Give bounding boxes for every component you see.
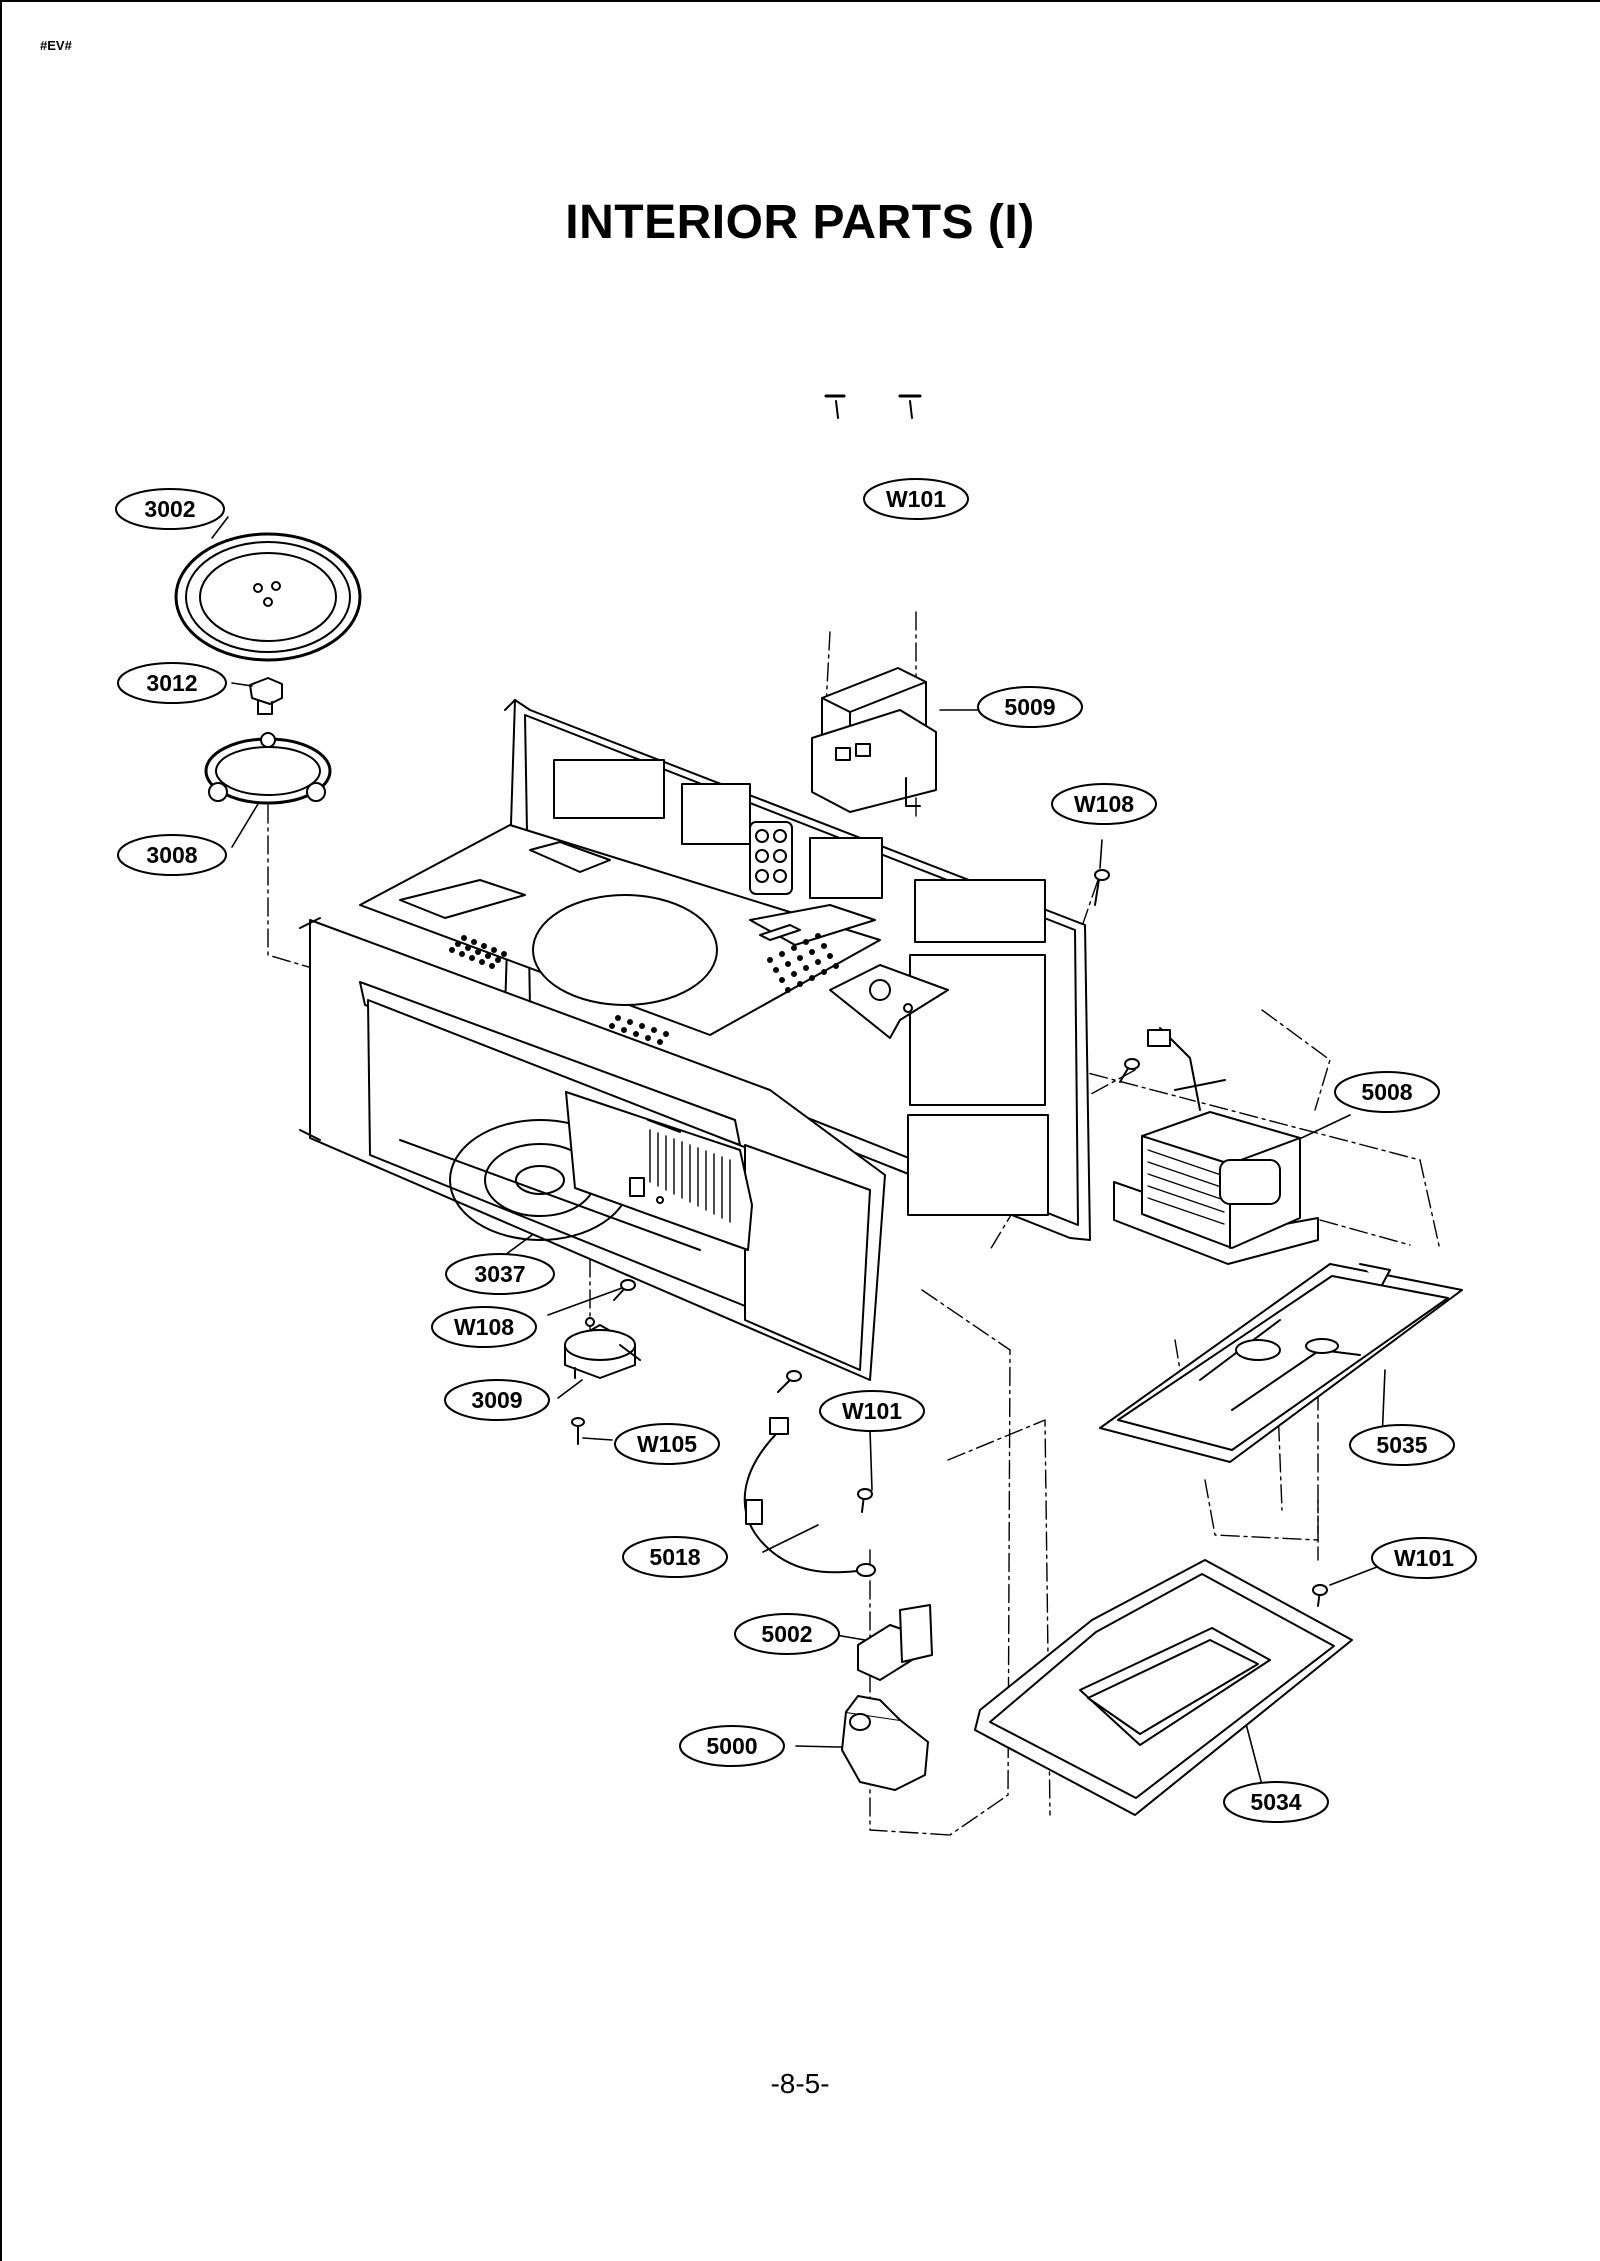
bracket-part — [857, 1604, 933, 1681]
vent-grid-lower — [609, 1015, 669, 1045]
callout-3012: 3012 — [117, 662, 227, 704]
document-code: #EV# — [40, 38, 72, 53]
svg-text:3037: 3037 — [474, 1261, 525, 1287]
wire-harness-part — [743, 1417, 876, 1577]
page-title: INTERIOR PARTS (I) — [565, 196, 1035, 249]
svg-text:W108: W108 — [454, 1314, 514, 1340]
callout-5018: 5018 — [622, 1536, 728, 1578]
screw-w108-right — [1094, 869, 1110, 906]
cavity-top-plate — [359, 824, 881, 1036]
vent-grid-top-left — [449, 935, 507, 969]
callout-3037: 3037 — [445, 1253, 555, 1295]
screw-extra-right — [1119, 1058, 1140, 1083]
base-plate-part — [1099, 1263, 1463, 1463]
svg-text:5018: 5018 — [649, 1544, 700, 1570]
coupler-part — [249, 677, 283, 715]
callout-w101-mid: W101 — [819, 1390, 925, 1432]
svg-text:3012: 3012 — [146, 670, 197, 696]
svg-text:3002: 3002 — [144, 496, 195, 522]
svg-text:W101: W101 — [886, 486, 946, 512]
page-number: -8-5- — [770, 2068, 830, 2099]
callout-w108-left: W108 — [431, 1306, 537, 1348]
svg-text:5008: 5008 — [1361, 1079, 1412, 1105]
mounting-plate — [829, 964, 949, 1039]
roller-ring-part — [204, 732, 332, 805]
svg-text:3008: 3008 — [146, 842, 197, 868]
screw-w108-left — [613, 1279, 636, 1301]
turntable-tray-part — [174, 532, 362, 662]
callout-5034: 5034 — [1223, 1781, 1329, 1823]
callout-3002: 3002 — [115, 488, 225, 530]
callout-5009: 5009 — [977, 686, 1083, 728]
control-button-cluster — [749, 821, 793, 895]
svg-text:W101: W101 — [1394, 1545, 1454, 1571]
callout-5035: 5035 — [1349, 1424, 1455, 1466]
capacitor-part — [811, 394, 937, 813]
svg-text:3009: 3009 — [471, 1387, 522, 1413]
callout-5000: 5000 — [679, 1725, 785, 1767]
screw-w101-mid — [857, 1488, 873, 1513]
svg-text:W101: W101 — [842, 1398, 902, 1424]
callout-w105: W105 — [614, 1423, 720, 1465]
screw-w105 — [571, 1417, 585, 1445]
screw-extra-left — [777, 1370, 802, 1393]
svg-text:W108: W108 — [1074, 791, 1134, 817]
svg-text:W105: W105 — [637, 1431, 697, 1457]
bottom-plate-part — [974, 1559, 1353, 1816]
screw-w101-right — [1312, 1584, 1328, 1607]
transformer-part — [1113, 1027, 1319, 1265]
waveguide-cover-part — [565, 1091, 753, 1251]
turntable-motor-part — [564, 1317, 641, 1379]
svg-text:5009: 5009 — [1004, 694, 1055, 720]
svg-text:5034: 5034 — [1250, 1789, 1301, 1815]
vent-grid-top-right — [767, 933, 839, 993]
callout-w101-top: W101 — [863, 478, 969, 520]
svg-text:5035: 5035 — [1376, 1432, 1427, 1458]
svg-text:5002: 5002 — [761, 1621, 812, 1647]
callout-3009: 3009 — [444, 1379, 550, 1421]
svg-text:5000: 5000 — [706, 1733, 757, 1759]
callout-w101-right: W101 — [1371, 1537, 1477, 1579]
callout-w108-right: W108 — [1051, 783, 1157, 825]
sensor-part — [841, 1695, 929, 1791]
callout-5008: 5008 — [1334, 1071, 1440, 1113]
callout-3008: 3008 — [117, 834, 227, 876]
callout-5002: 5002 — [734, 1613, 840, 1655]
